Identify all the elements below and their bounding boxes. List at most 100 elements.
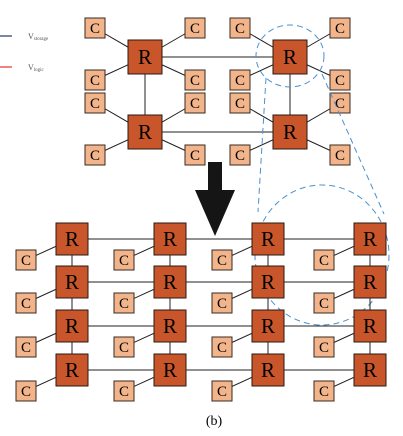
bottom-router: [251, 309, 285, 343]
top-core-label: C: [335, 148, 345, 164]
top-router: [272, 39, 308, 75]
top-router-label: R: [283, 120, 297, 144]
bottom-router: [353, 353, 387, 387]
top-core: [229, 17, 251, 39]
bottom-router: [251, 265, 285, 299]
expansion-arrow: [195, 162, 235, 236]
bottom-router-label: R: [163, 270, 177, 294]
bottom-core-label: C: [217, 340, 227, 356]
top-core: [84, 144, 106, 166]
bottom-router: [55, 309, 89, 343]
bottom-router: [153, 309, 187, 343]
bottom-router-label: R: [261, 314, 275, 338]
top-core-label: C: [190, 73, 200, 89]
top-core: [329, 17, 351, 39]
top-core: [184, 92, 206, 114]
bottom-core: [313, 336, 335, 358]
bottom-core: [211, 380, 233, 402]
bottom-core-label: C: [217, 296, 227, 312]
bottom-core-label: C: [319, 253, 329, 269]
bottom-router: [353, 265, 387, 299]
top-router-label: R: [138, 120, 152, 144]
top-core: [329, 144, 351, 166]
bottom-core: [15, 292, 37, 314]
bottom-router-label: R: [261, 270, 275, 294]
top-core-label: C: [90, 148, 100, 164]
bottom-router-label: R: [65, 358, 79, 382]
top-router-label: R: [138, 45, 152, 69]
top-core: [229, 69, 251, 91]
top-router: [127, 114, 163, 150]
bottom-core: [15, 249, 37, 271]
bottom-core: [113, 380, 135, 402]
top-core: [229, 144, 251, 166]
figure-caption: (b): [206, 414, 223, 429]
bottom-router: [153, 222, 187, 256]
bottom-core: [113, 336, 135, 358]
bottom-router-label: R: [363, 358, 377, 382]
bottom-router-label: R: [65, 314, 79, 338]
bottom-router-label: R: [363, 314, 377, 338]
bottom-router-label: R: [363, 270, 377, 294]
top-core-label: C: [90, 21, 100, 37]
bottom-core-label: C: [119, 340, 129, 356]
legend-storage-label: Vstorage: [28, 32, 49, 42]
bottom-core-label: C: [319, 340, 329, 356]
bottom-core-label: C: [119, 384, 129, 400]
bottom-router-label: R: [261, 358, 275, 382]
top-core: [329, 69, 351, 91]
callout-small-circle: [255, 24, 325, 88]
bottom-core: [15, 380, 37, 402]
bottom-core-label: C: [21, 253, 31, 269]
bottom-router-label: R: [261, 227, 275, 251]
legend-storage-main: V: [28, 32, 34, 41]
top-router: [272, 114, 308, 150]
legend-storage-sub: storage: [34, 37, 49, 42]
bottom-router: [55, 353, 89, 387]
bottom-core: [113, 292, 135, 314]
bottom-core: [313, 380, 335, 402]
arrow-shaft: [208, 162, 222, 192]
top-core-label: C: [235, 21, 245, 37]
top-core: [184, 17, 206, 39]
top-router: [127, 39, 163, 75]
bottom-router: [251, 353, 285, 387]
bottom-core-label: C: [217, 253, 227, 269]
bottom-router: [55, 222, 89, 256]
top-core: [329, 92, 351, 114]
bottom-router-label: R: [163, 227, 177, 251]
top-core-label: C: [90, 96, 100, 112]
legend-logic-label: Vlogic: [28, 63, 45, 73]
bottom-core-label: C: [217, 384, 227, 400]
bottom-core: [313, 292, 335, 314]
callout-connector-left: [257, 77, 267, 213]
bottom-core-label: C: [21, 296, 31, 312]
top-core: [84, 92, 106, 114]
top-core: [84, 69, 106, 91]
bottom-core-label: C: [119, 296, 129, 312]
bottom-core: [15, 336, 37, 358]
bottom-core: [211, 336, 233, 358]
bottom-router-label: R: [65, 270, 79, 294]
bottom-router-label: R: [363, 227, 377, 251]
top-core: [229, 92, 251, 114]
top-core-label: C: [335, 96, 345, 112]
bottom-router: [251, 222, 285, 256]
top-core: [84, 17, 106, 39]
top-core-label: C: [335, 21, 345, 37]
bottom-core-label: C: [319, 296, 329, 312]
top-core-label: C: [235, 148, 245, 164]
top-core-label: C: [190, 96, 200, 112]
arrow-head: [195, 190, 235, 236]
bottom-router-label: R: [163, 358, 177, 382]
bottom-router: [153, 353, 187, 387]
bottom-core: [313, 249, 335, 271]
top-router-label: R: [283, 45, 297, 69]
bottom-router: [153, 265, 187, 299]
bottom-core-label: C: [21, 340, 31, 356]
top-core-label: C: [90, 73, 100, 89]
top-core: [184, 144, 206, 166]
legend-logic-sub: logic: [34, 68, 45, 73]
